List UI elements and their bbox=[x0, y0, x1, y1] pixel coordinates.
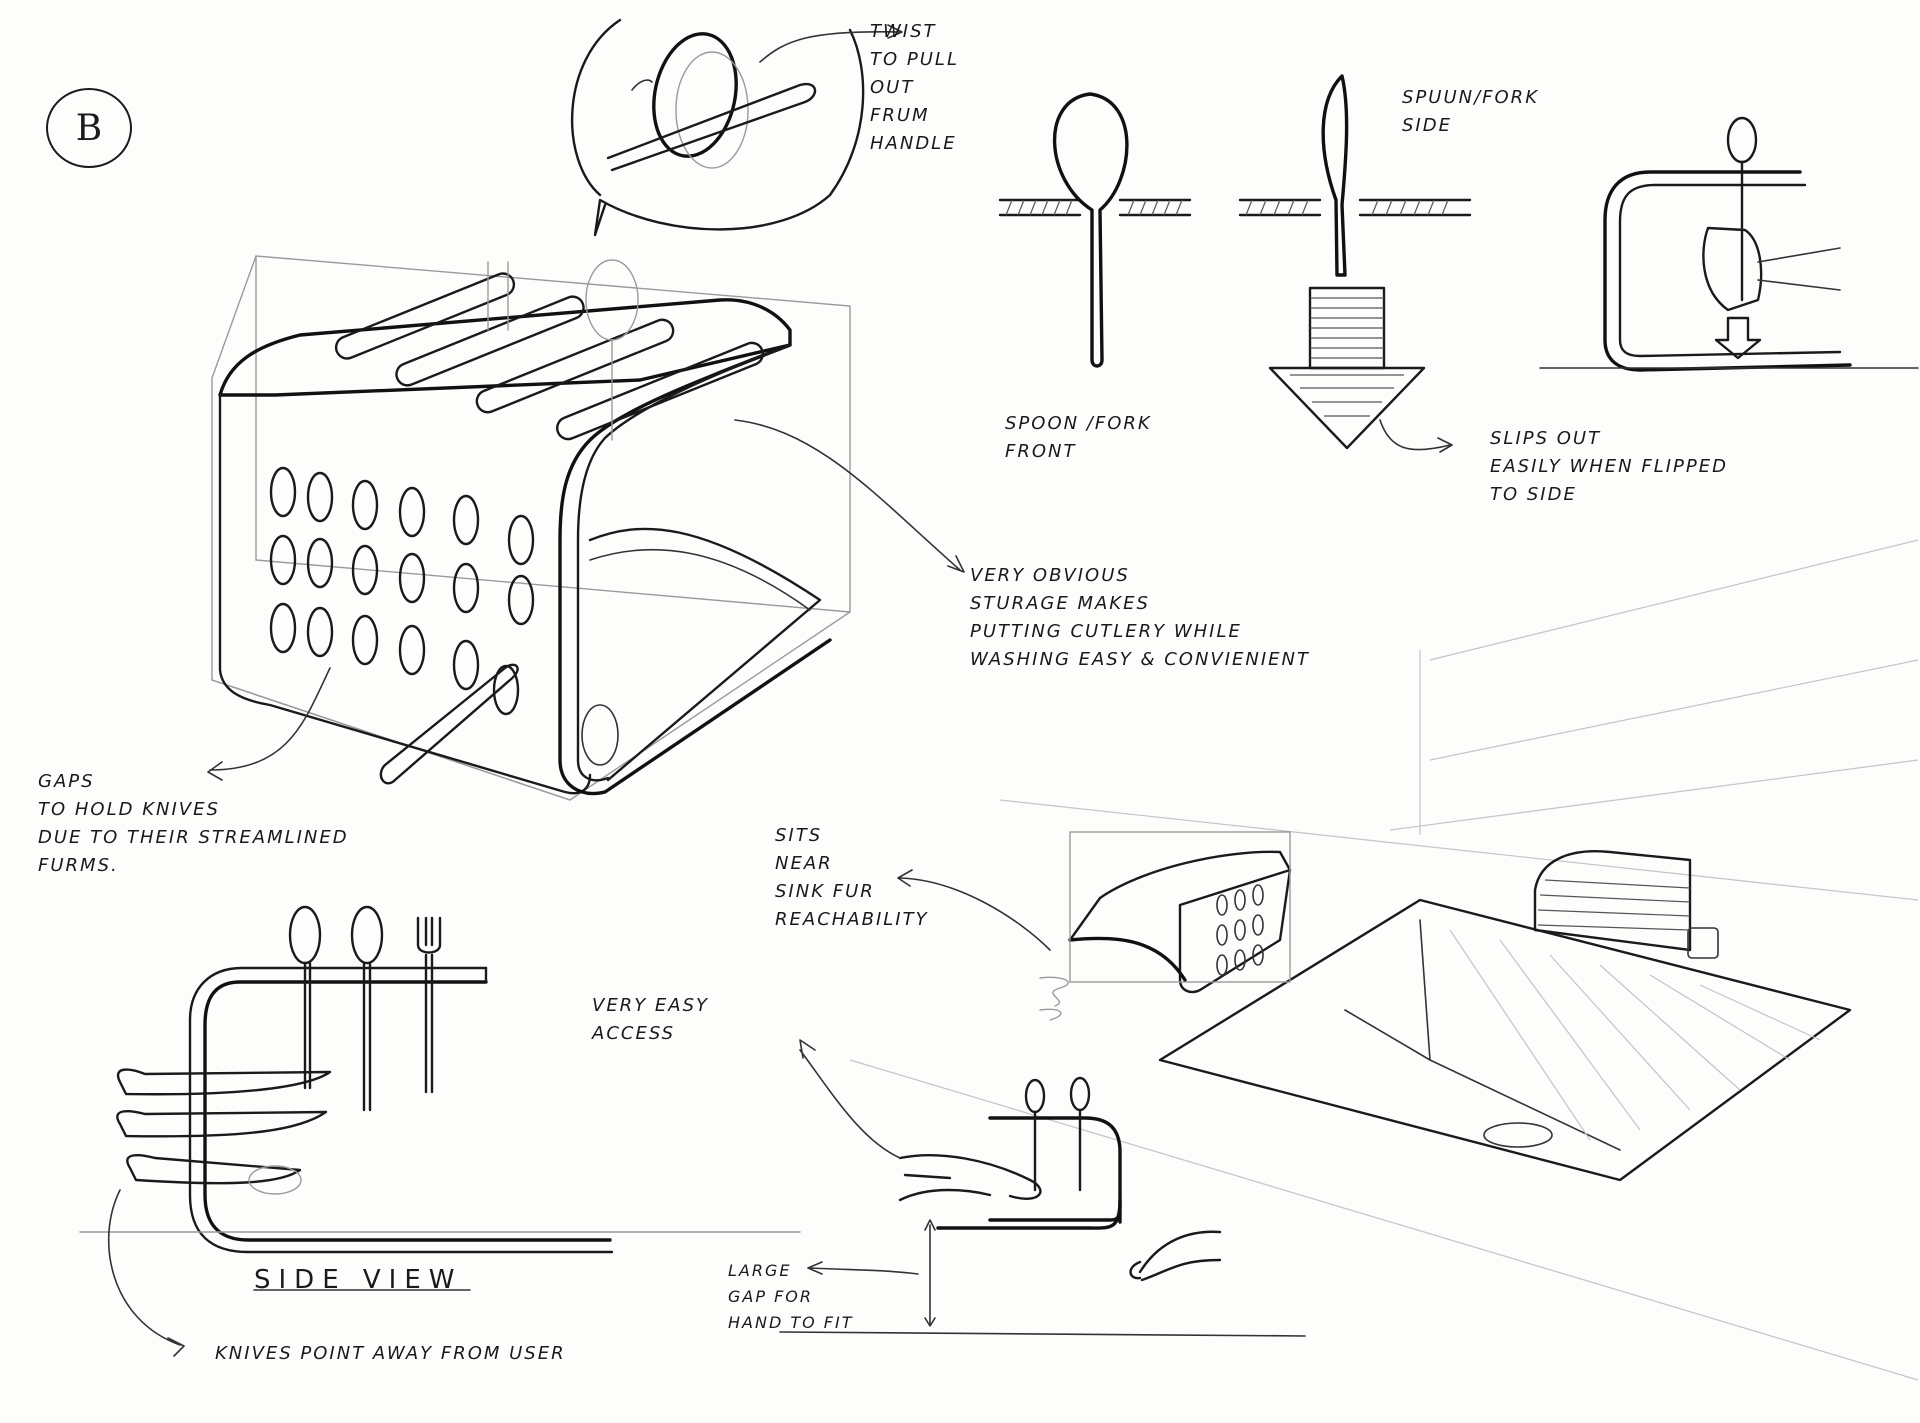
knife-hole-grid bbox=[269, 466, 535, 716]
flip-side-sketch bbox=[1539, 116, 1919, 372]
side-view-sketch bbox=[79, 905, 801, 1357]
hand-access-sketch bbox=[779, 1039, 1306, 1337]
gaps-arrow bbox=[207, 667, 331, 781]
twist-detail-sketch bbox=[570, 18, 903, 237]
twist-note: TWIST TO PULL OUT FRUM HANDLE bbox=[870, 21, 959, 154]
option-b-letter: B bbox=[75, 107, 103, 149]
spoon-front-label: SPOON /FORK FRONT bbox=[1005, 413, 1152, 462]
sink-scene-sketch bbox=[849, 539, 1919, 1381]
easy-access-note: VERY EASY ACCESS bbox=[592, 995, 710, 1044]
main-holder-sketch bbox=[211, 255, 851, 801]
storage-note: VERY OBVIOUS STURAGE MAKES PUTTING CUTLE… bbox=[970, 565, 1311, 670]
spoon-side-label: SPUUN/FORK SIDE bbox=[1402, 87, 1539, 136]
spoon-front-sketch bbox=[998, 92, 1192, 368]
gaps-note: GAPS TO HOLD KNIVES DUE TO THEIR STREAML… bbox=[38, 771, 349, 876]
large-gap-note: LARGE GAP FOR HAND TO FIT bbox=[728, 1261, 854, 1332]
storage-arrow bbox=[734, 419, 965, 573]
knives-point-note: KNIVES POINT AWAY FROM USER bbox=[215, 1343, 566, 1364]
sits-near-note: SITS NEAR SINK FUR REACHABILITY bbox=[775, 825, 929, 930]
spoon-side-sketch bbox=[1238, 74, 1472, 453]
slips-out-note: SLIPS OUT EASILY WHEN FLIPPED TO SIDE bbox=[1490, 428, 1728, 505]
side-view-title: SIDE VIEW bbox=[254, 1265, 463, 1295]
option-b-marker: B bbox=[46, 88, 132, 168]
